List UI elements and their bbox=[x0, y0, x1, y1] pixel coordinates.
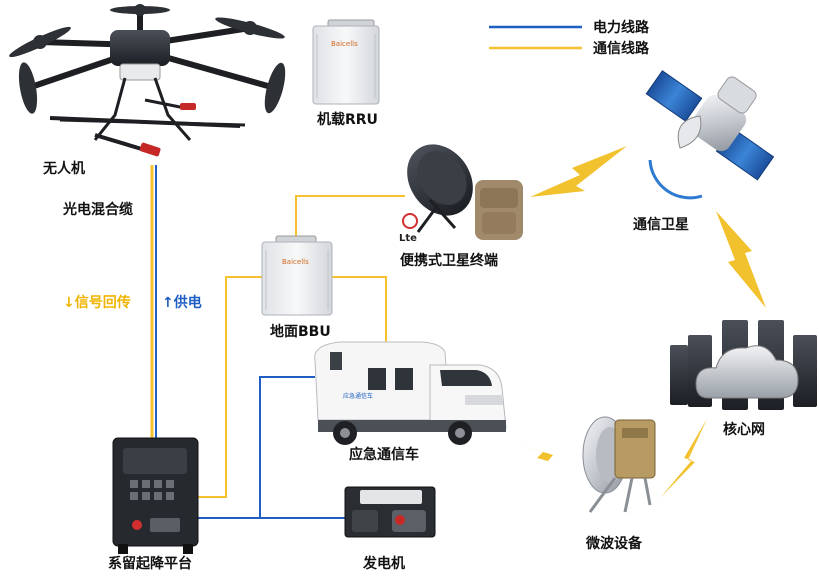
satcom-satellite-wireless-link bbox=[530, 146, 627, 197]
core-microwave-wireless-link bbox=[660, 419, 707, 498]
wireless-links bbox=[508, 146, 766, 498]
legend-power-label: 电力线路 bbox=[593, 19, 650, 36]
rru-device-icon: Baicells bbox=[312, 19, 380, 105]
lte-logo-text: Lte bbox=[399, 233, 417, 244]
emergency-vehicle-icon: 应急通信车 bbox=[314, 341, 507, 445]
platform-vehicle-power-line bbox=[198, 376, 315, 519]
generator-label: 发电机 bbox=[362, 555, 405, 572]
satellite-icon bbox=[645, 70, 775, 200]
satcom-label: 便携式卫星终端 bbox=[400, 252, 498, 269]
cable-label: 光电混合缆 bbox=[62, 201, 133, 218]
platform-bbu-comm-line bbox=[198, 276, 262, 498]
vehicle-side-text: 应急通信车 bbox=[343, 392, 373, 400]
rru-brand-text: Baicells bbox=[331, 40, 358, 48]
connection-lines bbox=[150, 165, 405, 519]
legend-comm-label: 通信线路 bbox=[593, 40, 650, 57]
satcom-terminal-icon: Lte bbox=[399, 144, 523, 244]
microwave-label: 微波设备 bbox=[585, 535, 643, 552]
bbu-label: 地面BBU bbox=[270, 323, 331, 340]
satellite-label: 通信卫星 bbox=[633, 216, 689, 233]
bbu-brand-text: Baicells bbox=[282, 258, 309, 266]
microwave-device-icon bbox=[582, 416, 656, 513]
node-labels: 无人机 机载RRU 光电混合缆 ↓信号回传 ↑供电 地面BBU 便携式卫星终端 … bbox=[42, 111, 765, 572]
generator-icon bbox=[344, 486, 436, 538]
legend: 电力线路 通信线路 bbox=[489, 19, 650, 57]
vehicle-microwave-wireless-link bbox=[508, 441, 580, 470]
vehicle-label: 应急通信车 bbox=[349, 446, 419, 463]
bbu-device-icon: Baicells bbox=[261, 235, 333, 316]
signal-return-label: ↓信号回传 bbox=[63, 294, 131, 311]
platform-label: 系留起降平台 bbox=[108, 555, 192, 572]
satellite-core-wireless-link bbox=[716, 211, 766, 308]
power-supply-label: ↑供电 bbox=[162, 294, 202, 311]
core-network-icon bbox=[670, 320, 817, 410]
drone-icon bbox=[9, 4, 286, 157]
tether-platform-icon bbox=[112, 437, 199, 554]
drone-label: 无人机 bbox=[42, 160, 85, 177]
bbu-vehicle-comm-line bbox=[332, 276, 387, 345]
rru-label: 机载RRU bbox=[317, 111, 378, 128]
core-network-label: 核心网 bbox=[723, 421, 765, 438]
bbu-satcom-comm-line bbox=[295, 195, 405, 240]
